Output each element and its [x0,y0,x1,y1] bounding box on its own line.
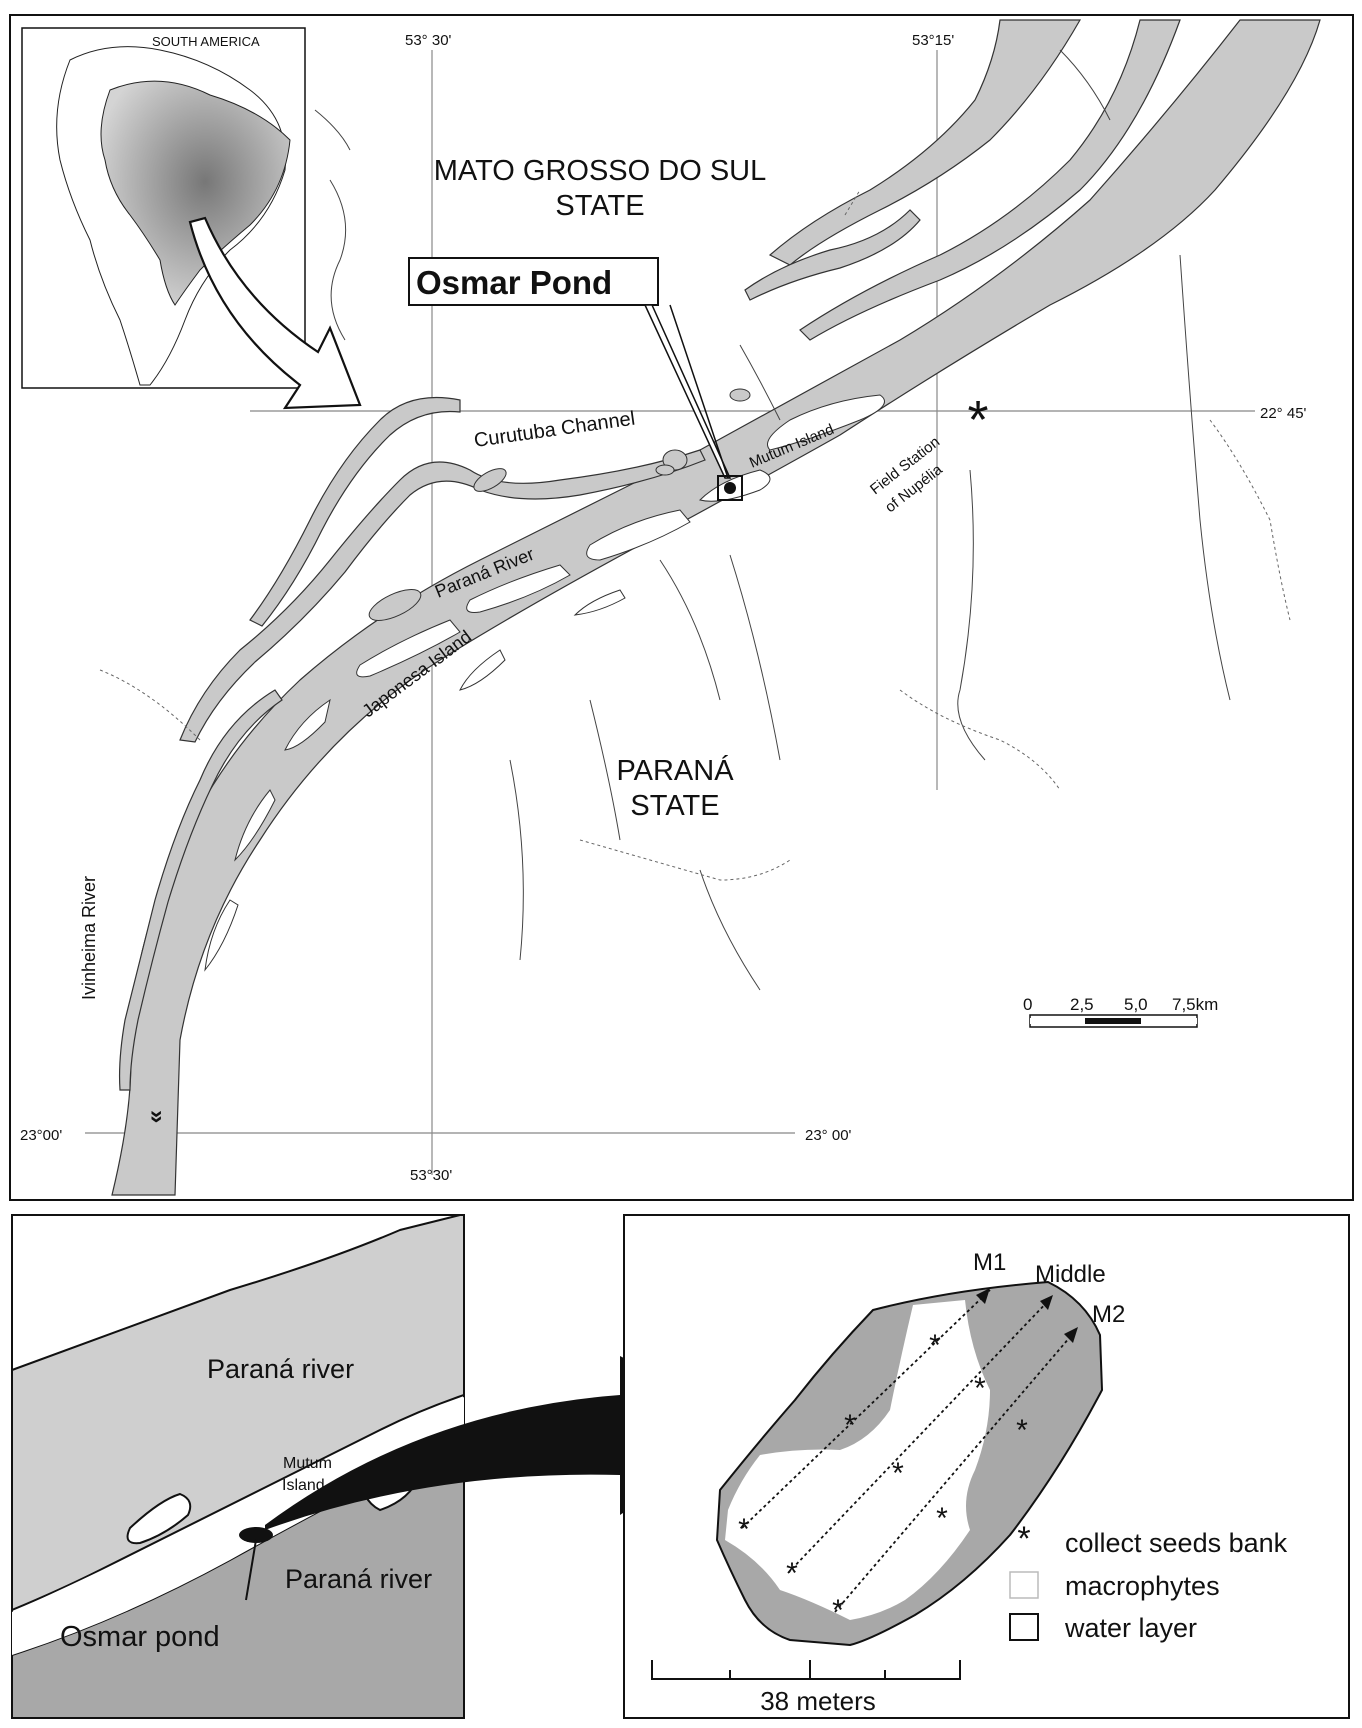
transect-m2-label: M2 [1092,1301,1125,1328]
legend: * collect seeds bank macrophytes water l… [1009,1520,1288,1643]
callout-label: Osmar Pond [416,264,612,301]
river-islands [204,394,885,972]
scale-tick-3: 7,5km [1172,995,1218,1014]
brazil-shape [100,80,291,306]
detail-river-top-label: Paraná river [207,1354,354,1384]
transect-lines [741,1289,1077,1613]
detail-island-label-2: Island [282,1477,325,1494]
state-north-line1: MATO GROSSO DO SUL [434,155,766,187]
pond-water-layer [725,1300,990,1620]
svg-text:*: * [1016,1414,1028,1447]
osmar-pond-callout: Osmar Pond [408,257,743,501]
detail-map: Paraná river Mutum Island Paraná river O… [11,1214,465,1719]
scale-bar: 0 2,5 5,0 7,5km [1023,995,1218,1028]
legend-water-swatch [1009,1613,1039,1641]
field-station-marker: * [967,390,988,450]
pond-marker-dot [724,482,736,494]
state-south-line2: STATE [630,790,719,822]
legend-asterisk-icon: * [1017,1520,1030,1558]
coord-bottom-right: 23° 00' [805,1127,852,1144]
dotted-boundaries [99,189,1291,881]
channel-branch-2 [744,209,921,301]
sample-points: * * * * * * * * * [738,1329,1028,1627]
detail-pond-dot [239,1527,273,1543]
coord-top-right: 53°15' [912,32,954,49]
upper-channel [768,19,1082,266]
detail-river-bottom-label: Paraná river [285,1564,432,1594]
svg-text:*: * [844,1409,856,1442]
scale-tick-2: 5,0 [1124,995,1148,1014]
svg-text:*: * [974,1372,986,1405]
state-south-line1: PARANÁ [616,754,734,787]
scale-tick-1: 2,5 [1070,995,1094,1014]
coord-bottom-mid: 53°30' [410,1167,452,1184]
islets [368,388,751,621]
detail-pond-leader [245,1539,257,1601]
transect-arrowheads [976,1288,1078,1343]
inset-label: SOUTH AMERICA [152,34,260,49]
transect-m1-label: M1 [973,1249,1006,1276]
label-ivinheima: Ivinheima River [79,876,99,1000]
coord-top-left: 53° 30' [405,32,452,49]
pond-scale-bar [651,1660,961,1680]
left-channel [249,396,461,627]
pond-scale-label: 38 meters [760,1686,876,1716]
coord-bottom-left: 23°00' [20,1127,62,1144]
legend-macrophytes-swatch [1009,1571,1039,1599]
svg-text:*: * [786,1557,798,1590]
channel-branch-1 [799,19,1181,341]
detail-island-lake [126,1492,192,1545]
curutuba-channel [179,449,706,743]
transect-middle-label: Middle [1035,1261,1106,1288]
coord-right-mid: 22° 45' [1260,405,1307,422]
scale-tick-0: 0 [1023,995,1032,1014]
svg-text:*: * [936,1502,948,1535]
legend-label-water: water layer [1064,1613,1197,1643]
detail-river-top [12,1215,464,1612]
legend-label-seeds: collect seeds bank [1065,1528,1288,1558]
detail-mutum-island [12,1397,464,1655]
detail-pond-label: Osmar pond [60,1621,220,1653]
pond-marker-box [717,475,743,501]
state-north-line2: STATE [555,190,644,222]
pond-map: * * * * * * * * * M1 Middle M2 * collect seeds… [623,1214,1350,1719]
ivinheima-river [118,689,283,1091]
legend-label-macrophytes: macrophytes [1065,1571,1220,1601]
parana-river-main [111,19,1321,1196]
detail-island-label-1: Mutum [283,1455,332,1472]
svg-text:*: * [892,1457,904,1490]
svg-text:*: * [929,1329,941,1362]
svg-text:*: * [738,1513,750,1546]
streams [314,49,1231,991]
flow-direction-icon: » [144,1110,171,1123]
svg-text:*: * [832,1594,844,1627]
main-map: SOUTH AMERICA 0 2,5 5,0 7,5km 53° 30' 53… [9,14,1354,1201]
locator-arrow [188,216,362,410]
